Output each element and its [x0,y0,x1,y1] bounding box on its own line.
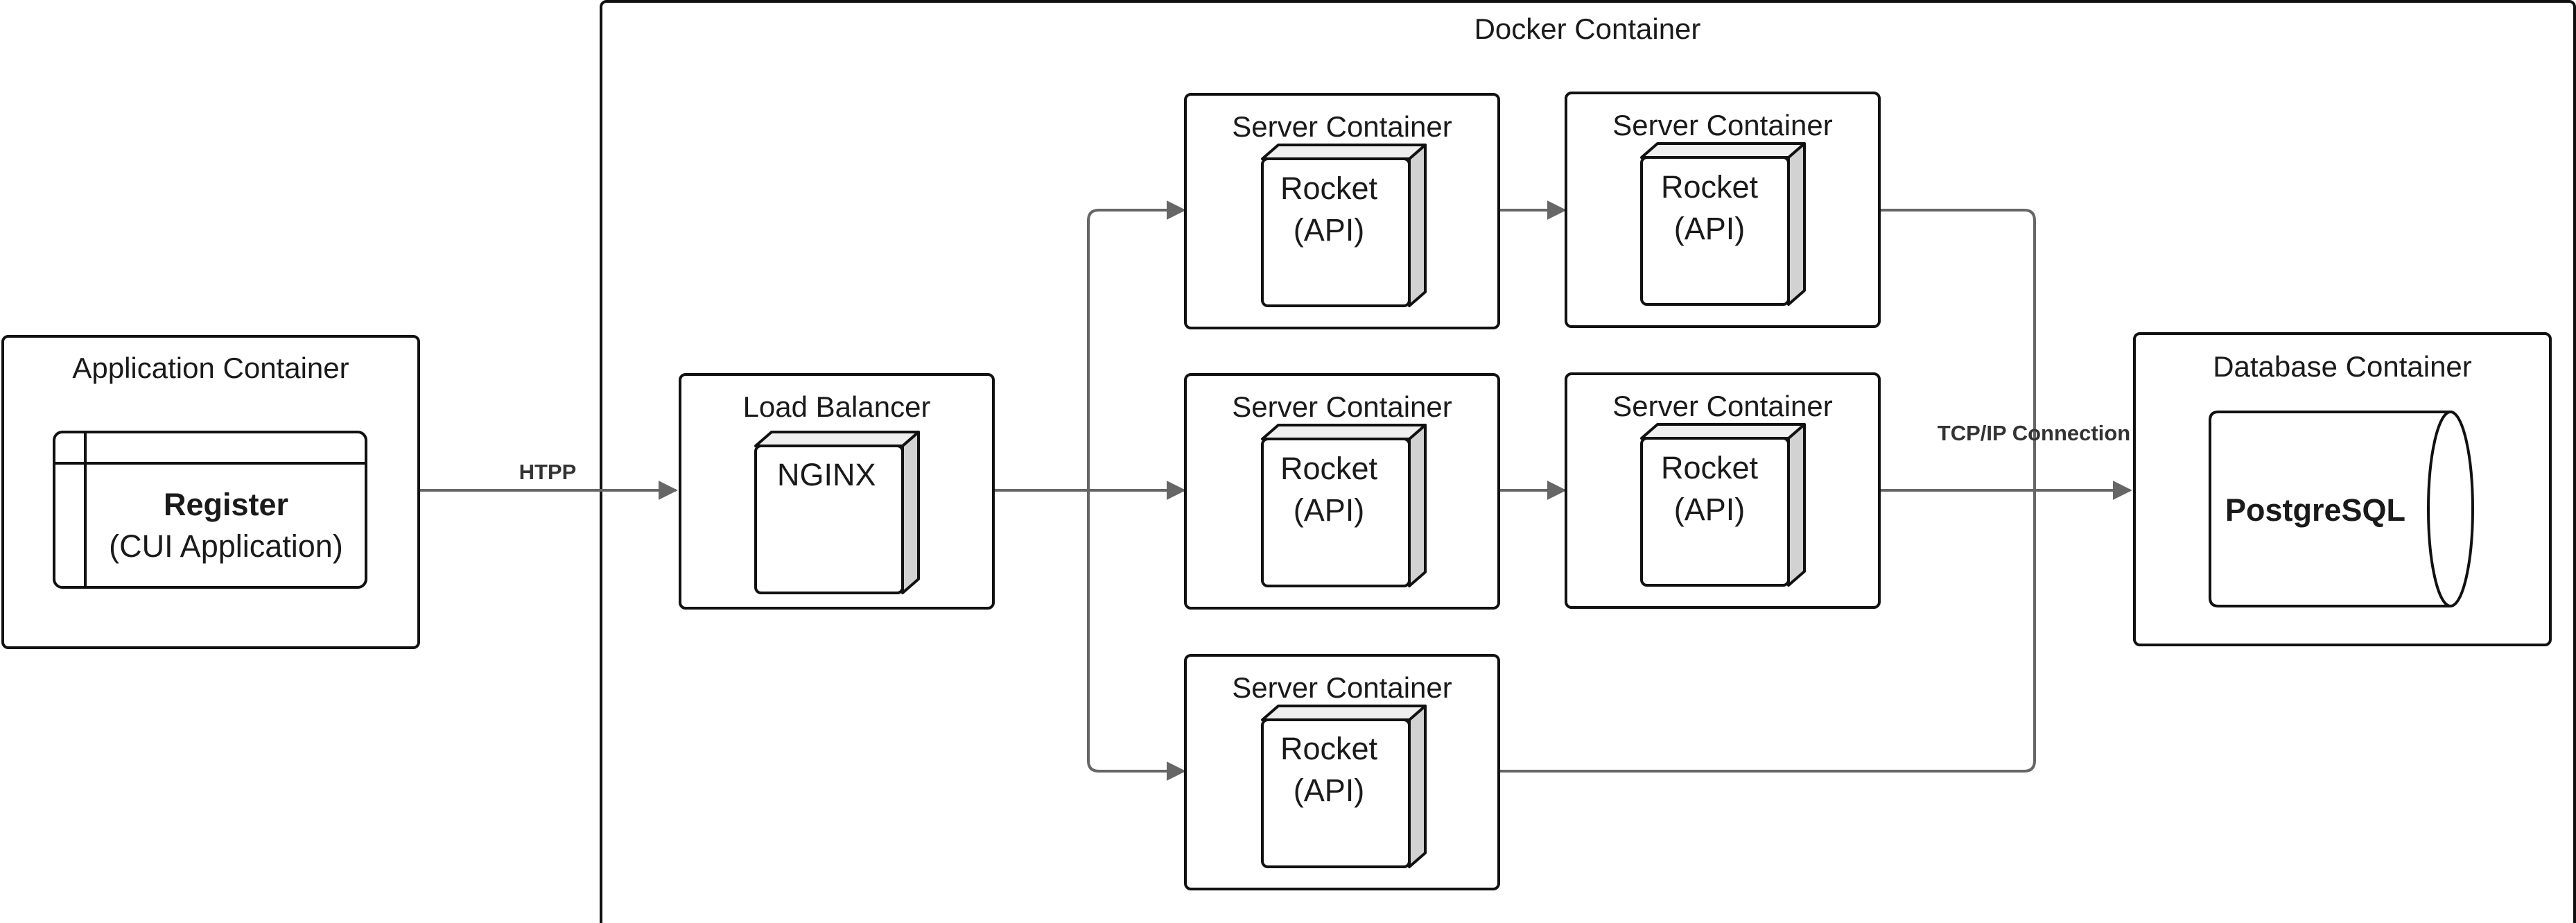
rocket-node-icon [1261,705,1427,868]
server-container-4[interactable]: Server Container Rocket (API) [1565,372,1881,609]
application-container-title: Application Container [72,352,349,384]
server-container-title: Server Container [1612,109,1832,141]
api-label: (API) [1674,492,1746,527]
register-title: Register [164,487,288,522]
api-label: (API) [1294,773,1365,808]
load-balancer-title: Load Balancer [743,390,931,423]
postgresql-label: PostgreSQL [2225,492,2405,528]
rocket-node-icon [1640,423,1806,587]
server-container-5[interactable]: Server Container Rocket (API) [1184,654,1500,890]
rocket-node-icon [1640,142,1806,306]
database-cylinder-icon [2209,411,2474,607]
rocket-label: Rocket [1280,451,1378,486]
server-container-2[interactable]: Server Container Rocket (API) [1565,92,1881,328]
register-app-icon[interactable] [53,431,367,589]
database-container-title: Database Container [2213,350,2472,383]
nginx-label: NGINX [777,457,876,492]
rocket-label: Rocket [1280,171,1378,206]
server-5-to-db [1499,490,2036,773]
register-subtitle: (CUI Application) [109,528,343,564]
load-balancer[interactable]: Load Balancer NGINX [679,373,995,610]
nginx-node-icon [754,431,920,594]
rocket-node-icon [1261,424,1427,587]
api-label: (API) [1674,211,1746,246]
lb-to-server-5 [1087,490,1186,781]
server-container-3[interactable]: Server Container Rocket (API) [1184,373,1500,610]
rocket-label: Rocket [1280,731,1378,766]
http-connection-label: HTPP [519,460,577,484]
rocket-label: Rocket [1661,450,1759,485]
rocket-label: Rocket [1661,169,1759,205]
server-container-1[interactable]: Server Container Rocket (API) [1184,93,1500,329]
lb-to-server-1 [1087,200,1186,490]
api-label: (API) [1294,212,1365,248]
docker-container-title: Docker Container [1474,12,1701,45]
server-container-title: Server Container [1232,390,1452,423]
api-label: (API) [1294,492,1365,528]
edges: HTPP TCP/IP Connection [419,200,2132,781]
server-container-title: Server Container [1232,110,1452,143]
server-container-title: Server Container [1232,671,1452,704]
database-container[interactable]: Database Container PostgreSQL [2133,332,2552,646]
server-container-title: Server Container [1612,390,1832,422]
tcp-connection-label: TCP/IP Connection [1938,421,2130,445]
application-container[interactable]: Application Container Register (CUI Appl… [1,335,420,649]
server-2-to-db [1879,209,2036,490]
rocket-node-icon [1261,144,1427,307]
